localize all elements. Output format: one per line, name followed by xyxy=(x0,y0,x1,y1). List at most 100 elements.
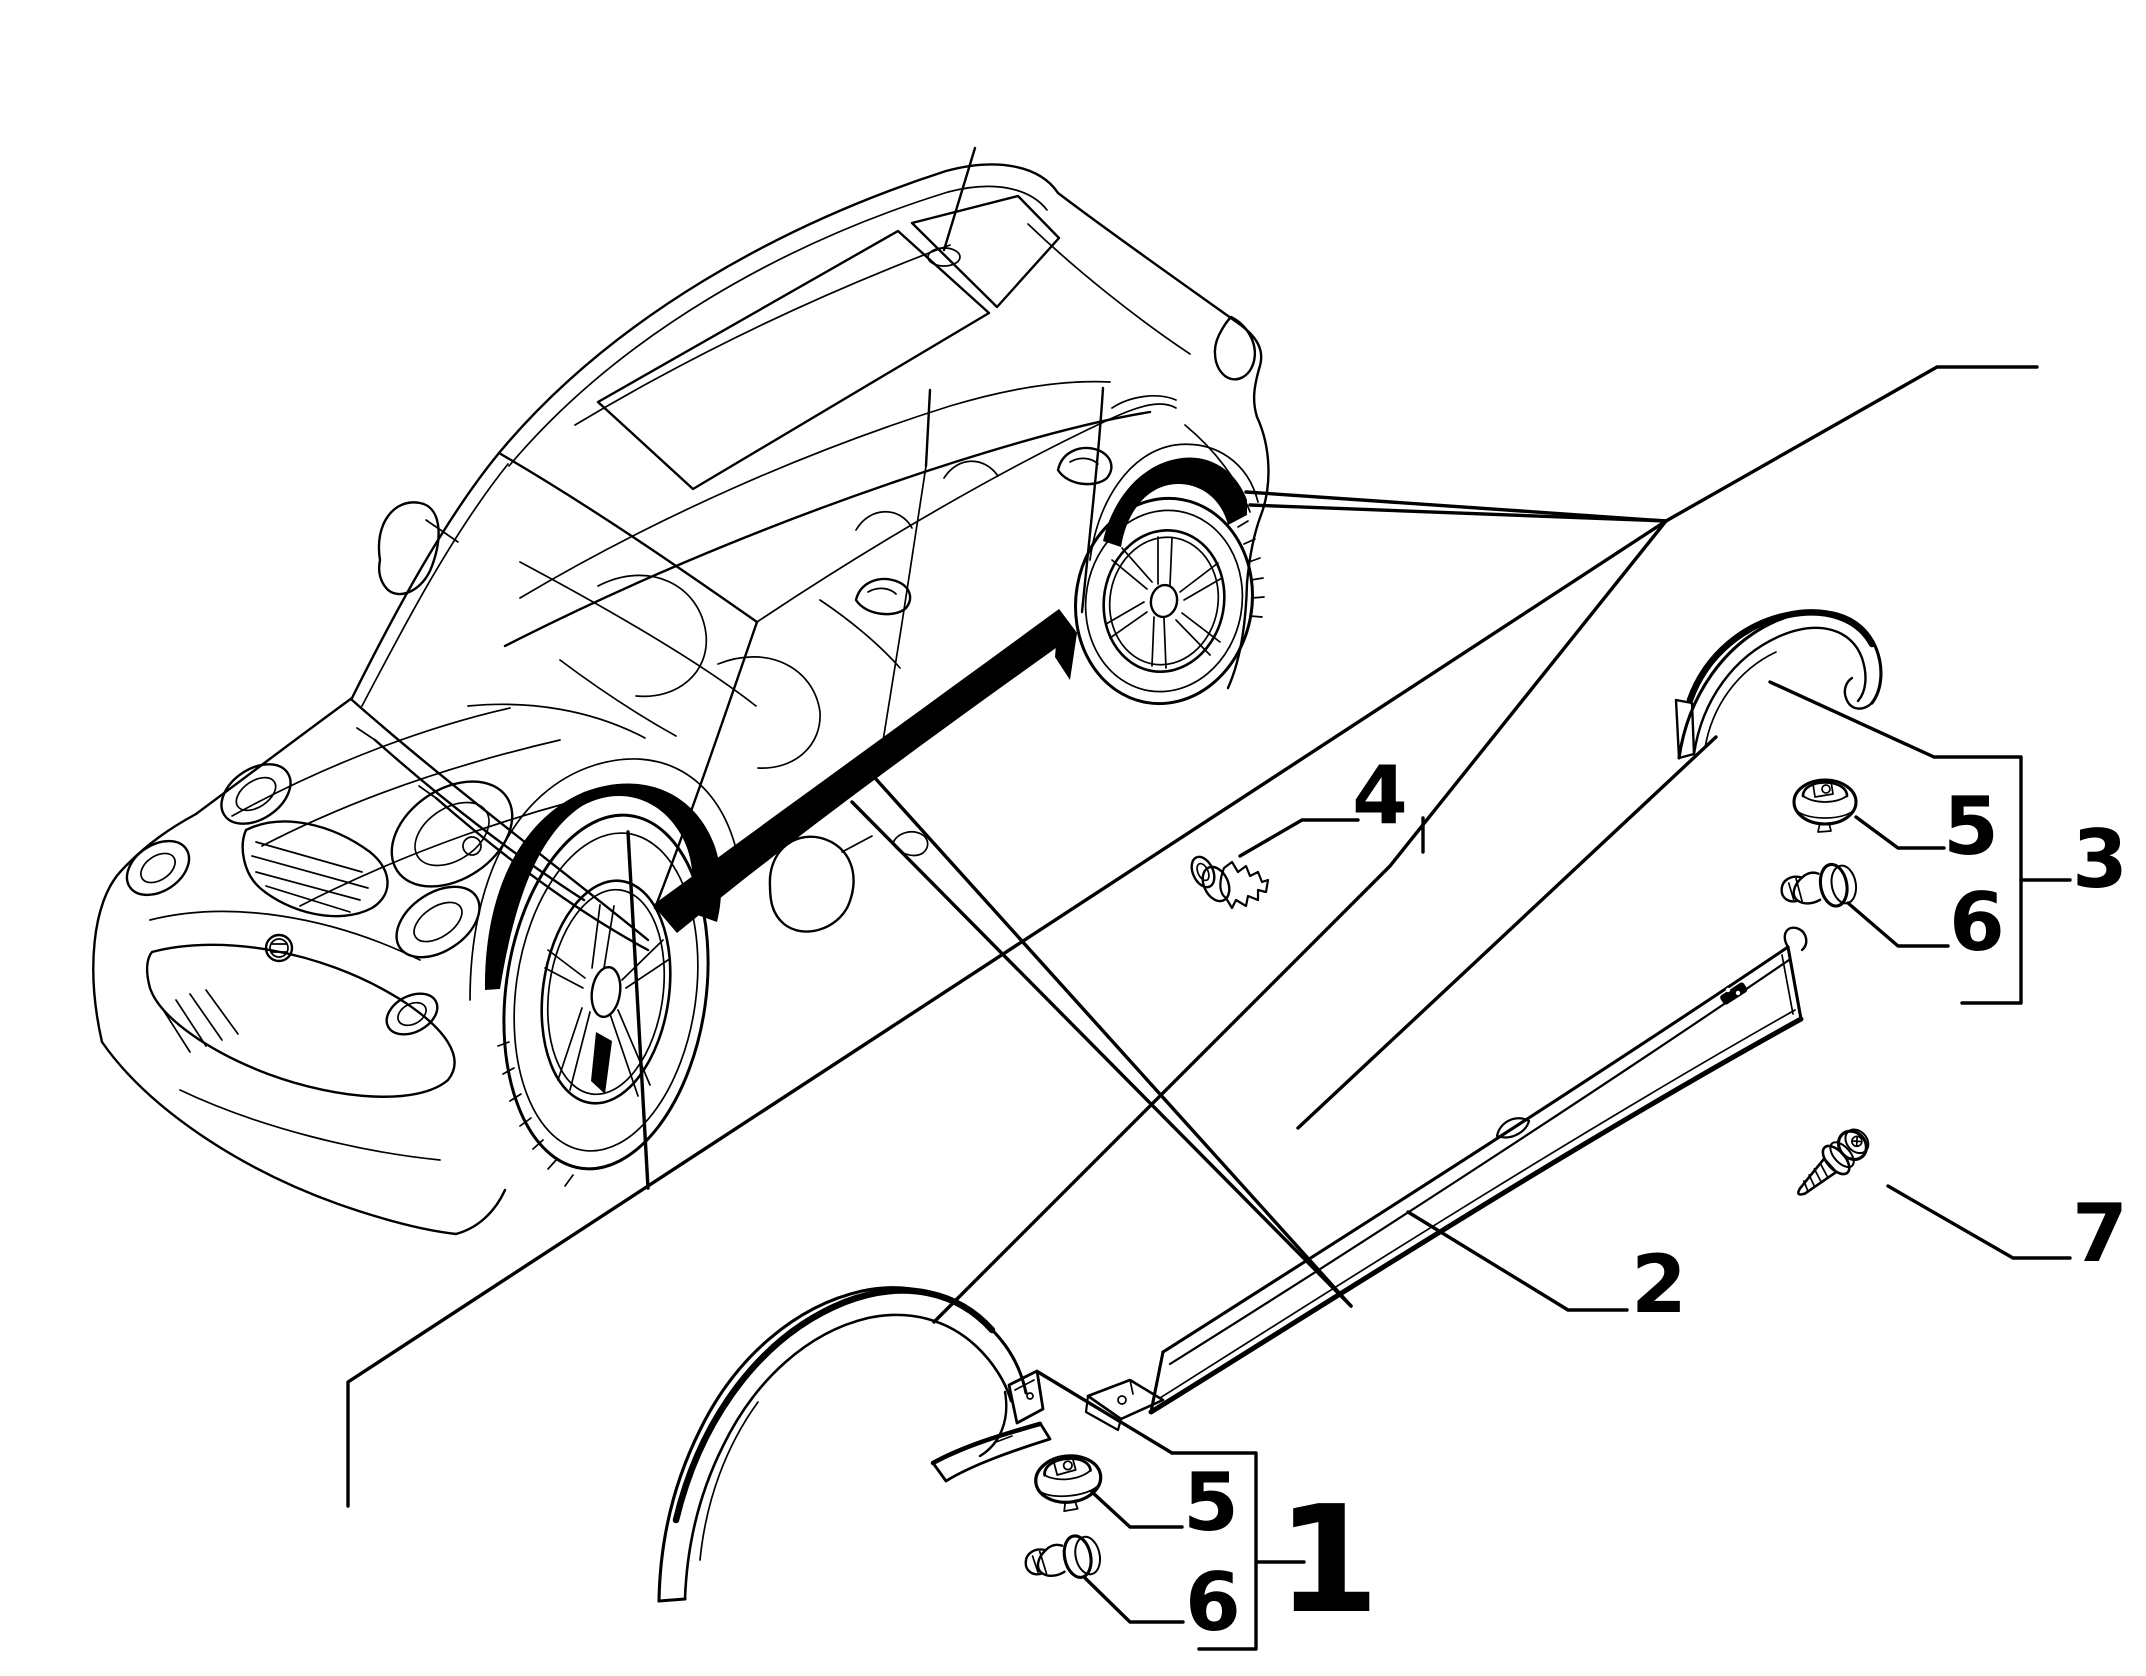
front-door-seam xyxy=(877,465,927,773)
sill-logo-detail xyxy=(1720,982,1748,1005)
fender-top-line xyxy=(467,703,646,739)
b-pillar xyxy=(924,388,932,468)
screw-head-face xyxy=(1844,1128,1870,1155)
sunroof-front-panel xyxy=(596,229,991,491)
rear-wheel xyxy=(1074,496,1265,706)
rear-arch-part-left-cap xyxy=(1674,698,1696,760)
alignment-line-long-diagonal xyxy=(346,519,1668,1508)
hood-left-edge xyxy=(194,696,354,816)
reference-line-topright xyxy=(1664,365,2039,523)
window-top-line xyxy=(519,380,1111,599)
alignment-line-to-front-arch-part xyxy=(932,519,1668,1324)
rear-arch-lip-line xyxy=(1089,443,1259,561)
bumper-wheel-edge xyxy=(454,1188,507,1236)
sill-clip-notch xyxy=(1495,1117,1531,1139)
sill-alignment-line-a xyxy=(873,776,1353,1308)
front-arch-part-top-rim xyxy=(672,1287,996,1524)
callout-5-front[interactable]: 5 xyxy=(1183,1456,1239,1549)
part-pin-6-front[interactable] xyxy=(1020,1530,1106,1590)
clip-4-washer-inner xyxy=(1196,862,1210,882)
interior-seats xyxy=(519,460,999,769)
right-mirror xyxy=(768,835,873,933)
sill-top-edge xyxy=(1161,945,1790,1354)
rear-arch-part-detail-line xyxy=(1704,651,1777,749)
rear-quarter-edge xyxy=(1245,415,1270,585)
sill-bottom-edge xyxy=(1148,1016,1804,1415)
rear-top-edge xyxy=(1056,191,1263,419)
part-grommet-5-rear[interactable] xyxy=(1792,778,1858,834)
part-grommet-5-front[interactable] xyxy=(1031,1451,1106,1516)
front-door-handle xyxy=(854,577,912,616)
sill-alignment-line-b xyxy=(850,800,1353,1308)
rear-tire-tread-ticks xyxy=(1237,520,1265,618)
rear-arch-part-top-rim xyxy=(1686,609,1876,704)
roof-left-rail xyxy=(497,163,1060,455)
callout-1[interactable]: 1 xyxy=(1276,1474,1380,1646)
a-pillar-inner-line xyxy=(361,463,509,707)
callout-5-rear-leader xyxy=(1854,815,1946,850)
hood-crease-line xyxy=(231,707,511,817)
front-wheel xyxy=(497,813,710,1187)
front-arch-trim-lower-tip xyxy=(591,1032,612,1094)
callout-7[interactable]: 7 xyxy=(2072,1187,2128,1280)
left-mirror xyxy=(377,501,459,596)
front-door-handle-inset xyxy=(867,587,897,595)
front-arch-trim-highlight[interactable] xyxy=(484,783,722,990)
callout-5-rear[interactable]: 5 xyxy=(1943,780,1999,873)
sill-foot-bracket xyxy=(1084,1378,1165,1432)
vehicle-illustration xyxy=(92,146,1270,1236)
part-rear-arch-trim[interactable] xyxy=(1674,609,1883,760)
rear-arch-part-inner-edge xyxy=(1692,626,1867,756)
sill-trim-highlight[interactable] xyxy=(653,609,1077,933)
part-pin-6-rear[interactable] xyxy=(1776,859,1861,917)
rear-arch-part-end-hook xyxy=(1843,676,1874,710)
callout-7-leader xyxy=(1886,1184,2072,1260)
headlights xyxy=(125,763,514,959)
front-arch-part-inner-edge xyxy=(683,1313,1013,1601)
rear-arch-part-alignment-line xyxy=(1296,735,1718,1130)
wipers xyxy=(356,727,650,952)
windshield-header xyxy=(497,451,759,624)
far-roof-rail xyxy=(756,403,1177,623)
part-front-arch-trim[interactable] xyxy=(657,1286,1052,1603)
leader-lines xyxy=(346,365,2072,1651)
sill-right-cap xyxy=(1786,945,1803,1021)
sunroof-rear-panel xyxy=(910,194,1061,309)
callout-6-rear[interactable]: 6 xyxy=(1949,876,2005,969)
rear-arch-leader-upper xyxy=(1244,490,1668,523)
rear-door-handle xyxy=(1056,446,1113,486)
screw-shaft xyxy=(1797,1157,1838,1196)
sill-left-end xyxy=(1149,1350,1165,1414)
screw-washer-front xyxy=(1829,1141,1855,1169)
beltline xyxy=(503,410,1152,648)
callout-4-leader xyxy=(1238,818,1360,858)
rear-glass-line xyxy=(1027,223,1191,355)
rear-arch-trim-highlight[interactable] xyxy=(1103,457,1247,547)
callout-6-front[interactable]: 6 xyxy=(1185,1556,1241,1649)
screw-torx-cross xyxy=(1851,1136,1862,1147)
sill-trim-rear-end xyxy=(1055,609,1077,680)
rear-lower-edge xyxy=(1226,581,1249,690)
tail-lamp xyxy=(1213,315,1257,381)
hood-crease-line xyxy=(261,739,561,847)
front-arch-part-inner-curl xyxy=(978,1390,1008,1458)
door-trim-detail xyxy=(892,831,929,857)
group-1-bracket xyxy=(1170,1451,1258,1651)
part-screw-7[interactable] xyxy=(1787,1122,1876,1206)
callout-6-front-leader xyxy=(1083,1576,1185,1624)
callout-3[interactable]: 3 xyxy=(2072,813,2128,906)
part-sill-molding[interactable] xyxy=(1084,926,1808,1432)
fiat-badge xyxy=(264,933,294,963)
front-arch-part-bracket xyxy=(930,1369,1052,1483)
callout-2[interactable]: 2 xyxy=(1631,1238,1687,1331)
screw-torx-socket xyxy=(1851,1135,1863,1148)
bumper-left-edge xyxy=(92,812,198,1044)
callout-4[interactable]: 4 xyxy=(1352,749,1408,842)
front-arch-drop-line xyxy=(626,830,650,1190)
part-clip-4[interactable] xyxy=(1187,853,1270,910)
clip-4-collar xyxy=(1201,865,1231,903)
rear-arch-leader-lower xyxy=(1248,503,1668,523)
front-arch-part-detail-line xyxy=(699,1401,759,1561)
rear-arch-to-bracket-leader xyxy=(1768,680,1936,759)
